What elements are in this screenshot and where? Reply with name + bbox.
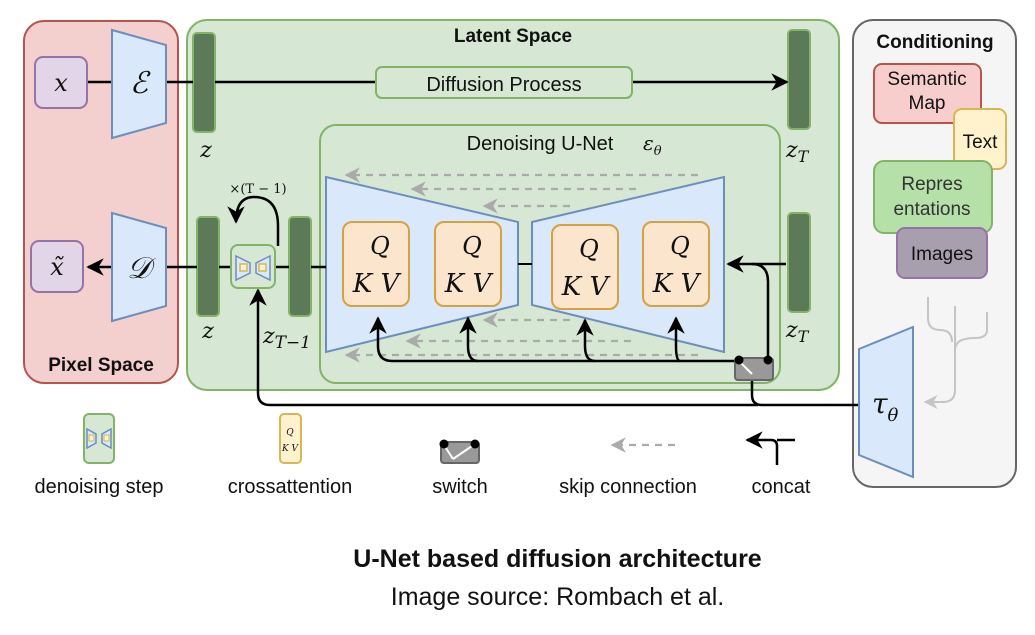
images-item: Images	[896, 227, 988, 279]
key-value-label: K V	[352, 269, 402, 299]
z-top-label: z	[199, 138, 212, 163]
zT-bottom-label: zT	[785, 318, 810, 346]
conditioning-label: Conditioning	[876, 32, 993, 53]
z-top-bar	[192, 32, 216, 133]
crossattention-icon: Q K V	[279, 413, 302, 464]
svg-text:K V: K V	[281, 444, 300, 454]
concat-icon	[745, 431, 795, 465]
conditioning-feed-lines	[249, 255, 860, 407]
latent-bars	[192, 29, 811, 317]
encoder-node: ℰ	[111, 28, 167, 140]
crossattention-block: Q K V	[551, 224, 619, 310]
decoder-node: 𝒟	[86, 211, 197, 323]
legend-label-concat: concat	[752, 476, 811, 498]
zT-bottom-bar	[787, 212, 811, 313]
key-value-label: K V	[561, 272, 611, 302]
legend-label-switch: switch	[432, 476, 488, 498]
representations-line2: entations	[893, 199, 970, 220]
legend-label-denoising-step: denoising step	[35, 476, 164, 498]
text-item-label: Text	[963, 132, 999, 153]
denoising-chain-lines	[219, 195, 326, 269]
representations-line1: Repres	[901, 174, 962, 195]
diffusion-process-label: Diffusion Process	[426, 74, 581, 96]
semantic-map-item: Semantic Map	[873, 63, 982, 124]
denoising-step-node	[230, 244, 276, 289]
images-label: Images	[911, 244, 973, 265]
x-tilde-output-node: x̃	[30, 240, 84, 293]
legend-label-crossattention: crossattention	[228, 476, 353, 498]
zT-top-label: zT	[785, 138, 810, 166]
caption-source: Image source: Rombach et al.	[390, 583, 725, 611]
zT1-bar	[288, 216, 312, 317]
zT1-label: zT−1	[262, 324, 311, 353]
skip-connections	[344, 167, 698, 363]
latent-space-label: Latent Space	[454, 26, 572, 47]
z-bottom-bar	[196, 216, 220, 317]
key-value-label: K V	[652, 269, 702, 299]
encoder-symbol: ℰ	[130, 66, 151, 101]
z-bottom-label: z	[201, 319, 214, 344]
pixel-space-label: Pixel Space	[48, 355, 154, 376]
key-value-label: K V	[444, 269, 494, 299]
caption-title: U-Net based diffusion architecture	[353, 545, 762, 573]
query-label: Q	[670, 232, 690, 260]
tau-symbol: τθ	[872, 387, 899, 426]
crossattention-block: Q K V	[342, 221, 410, 307]
denoising-step-icon	[83, 413, 115, 464]
conditioning-merge-lines	[923, 297, 988, 409]
switch-icon	[734, 355, 774, 381]
unet-encoder-trapezoid	[325, 175, 519, 354]
diffusion-process: Diffusion Process	[215, 66, 789, 99]
tau-encoder-node: τθ	[858, 325, 914, 479]
zT-top-bar	[787, 29, 811, 130]
x-tilde-label: x̃	[50, 253, 64, 281]
semantic-map-line1: Semantic	[887, 69, 966, 90]
text-item: Text	[953, 108, 1007, 170]
unet-label: Denoising U-Net	[467, 133, 614, 155]
switch-legend-icon	[439, 439, 480, 464]
semantic-map-line2: Map	[909, 93, 946, 114]
legend-label-skip-connection: skip connection	[559, 476, 697, 498]
query-label: Q	[579, 235, 599, 263]
query-label: Q	[462, 232, 482, 260]
legend: Q K V denoising step crossattention switch…	[35, 413, 811, 498]
crossattention-block: Q K V	[434, 221, 502, 307]
x-label: x	[54, 69, 68, 97]
svg-text:Q: Q	[286, 428, 294, 438]
query-label: Q	[370, 232, 390, 260]
loop-count-label: ×(T − 1)	[229, 182, 286, 197]
representations-item: Repres entations	[873, 160, 993, 234]
crossattention-block: Q K V	[642, 221, 710, 307]
x-input-node: x	[34, 56, 193, 109]
